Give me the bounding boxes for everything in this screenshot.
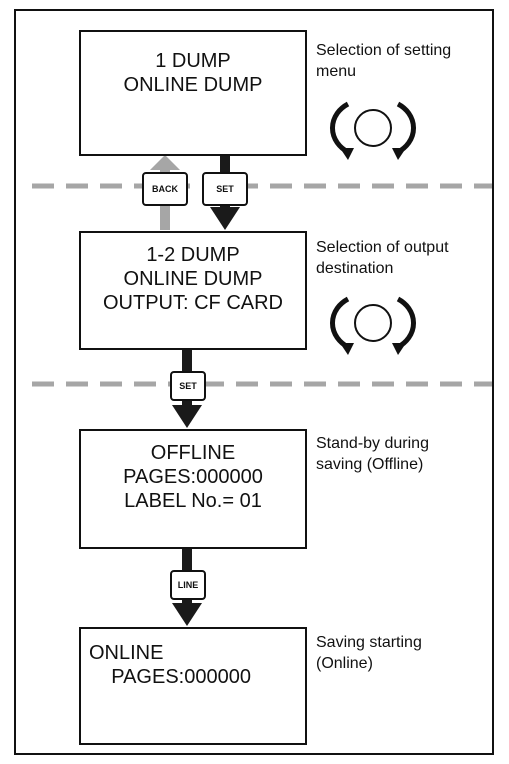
jog-dial-icon[interactable]	[318, 92, 428, 164]
set-key[interactable]: SET	[170, 371, 206, 401]
lcd-display-standby-offline: OFFLINE PAGES:000000 LABEL No.= 01	[79, 429, 307, 549]
display-line: OFFLINE	[150, 442, 236, 464]
caption-standby-offline: Stand-by during saving (Offline)	[316, 433, 429, 475]
caption-line: (Online)	[316, 655, 373, 672]
set-key[interactable]: SET	[202, 172, 248, 206]
caption-line: saving (Offline)	[316, 456, 424, 473]
display-line: LABEL No.= 01	[124, 490, 262, 512]
lcd-display-output-destination: 1-2 DUMP ONLINE DUMP OUTPUT: CF CARD	[79, 231, 307, 350]
display-line: 1 DUMP	[155, 50, 231, 72]
display-line: PAGES:000000	[89, 666, 251, 688]
line-key[interactable]: LINE	[170, 570, 206, 600]
display-line: ONLINE DUMP	[123, 74, 263, 96]
lcd-display-setting-menu: 1 DUMP ONLINE DUMP	[79, 30, 307, 156]
back-key[interactable]: BACK	[142, 172, 188, 206]
display-line: OUTPUT: CF CARD	[103, 292, 283, 314]
caption-output-destination: Selection of output destination	[316, 237, 449, 279]
display-line: 1-2 DUMP	[146, 244, 240, 266]
caption-line: Selection of setting	[316, 42, 452, 59]
caption-line: Selection of output	[316, 239, 449, 256]
display-line: ONLINE	[89, 642, 164, 664]
caption-line: destination	[316, 260, 394, 277]
caption-line: Stand-by during	[316, 435, 429, 452]
jog-dial-icon[interactable]	[318, 287, 428, 359]
caption-setting-menu: Selection of setting menu	[316, 40, 451, 82]
caption-line: menu	[316, 63, 357, 80]
display-line: PAGES:000000	[123, 466, 263, 488]
display-line: ONLINE DUMP	[123, 268, 263, 290]
lcd-display-saving-online: ONLINE PAGES:000000	[79, 627, 307, 745]
caption-line: Saving starting	[316, 634, 422, 651]
caption-saving-online: Saving starting (Online)	[316, 632, 422, 674]
